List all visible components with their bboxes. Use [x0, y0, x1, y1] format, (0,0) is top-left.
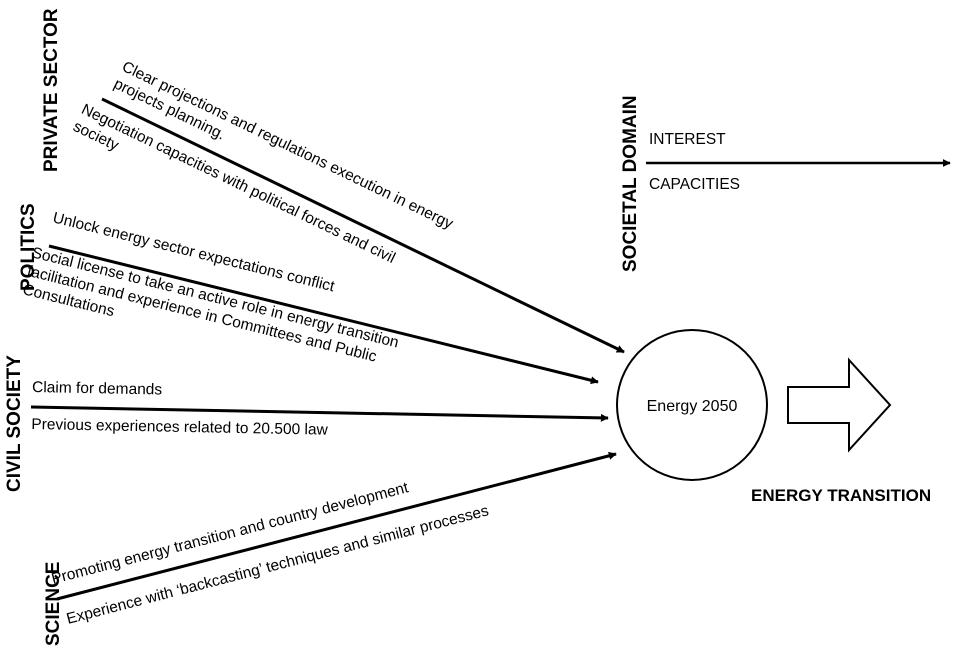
politics-title: POLITICS: [18, 203, 39, 291]
legend-title: SOCIETAL DOMAIN: [620, 95, 641, 272]
politics-arrow: [48, 244, 599, 385]
civil-society-capacities-line-1: Previous experiences related to 20.500 l…: [31, 416, 328, 439]
energy-2050-node: Energy 2050: [616, 329, 768, 481]
legend-interest-label: INTEREST: [649, 131, 726, 148]
legend-capacities-label: CAPACITIES: [649, 176, 740, 193]
science-arrow: [56, 451, 617, 601]
civil-society-arrow: [30, 405, 609, 422]
civil-society-group: CIVIL SOCIETY Claim for demands Previous…: [4, 355, 609, 492]
block-arrow-icon: [787, 357, 892, 453]
private-sector-title: PRIVATE SECTOR: [41, 8, 62, 172]
civil-society-interest-line-1: Claim for demands: [32, 379, 163, 398]
civil-society-title: CIVIL SOCIETY: [4, 355, 25, 492]
energy-2050-label: Energy 2050: [647, 398, 738, 415]
legend-group: SOCIETAL DOMAIN INTEREST CAPACITIES: [620, 95, 951, 272]
energy-transition-group: ENERGY TRANSITION: [751, 357, 931, 505]
private-sector-arrow: [101, 97, 625, 354]
energy-2050-circle: [616, 329, 768, 481]
energy-transition-label: ENERGY TRANSITION: [751, 486, 931, 505]
science-group: SCIENCE Promoting energy transition and …: [43, 451, 617, 646]
science-title: SCIENCE: [43, 562, 64, 646]
